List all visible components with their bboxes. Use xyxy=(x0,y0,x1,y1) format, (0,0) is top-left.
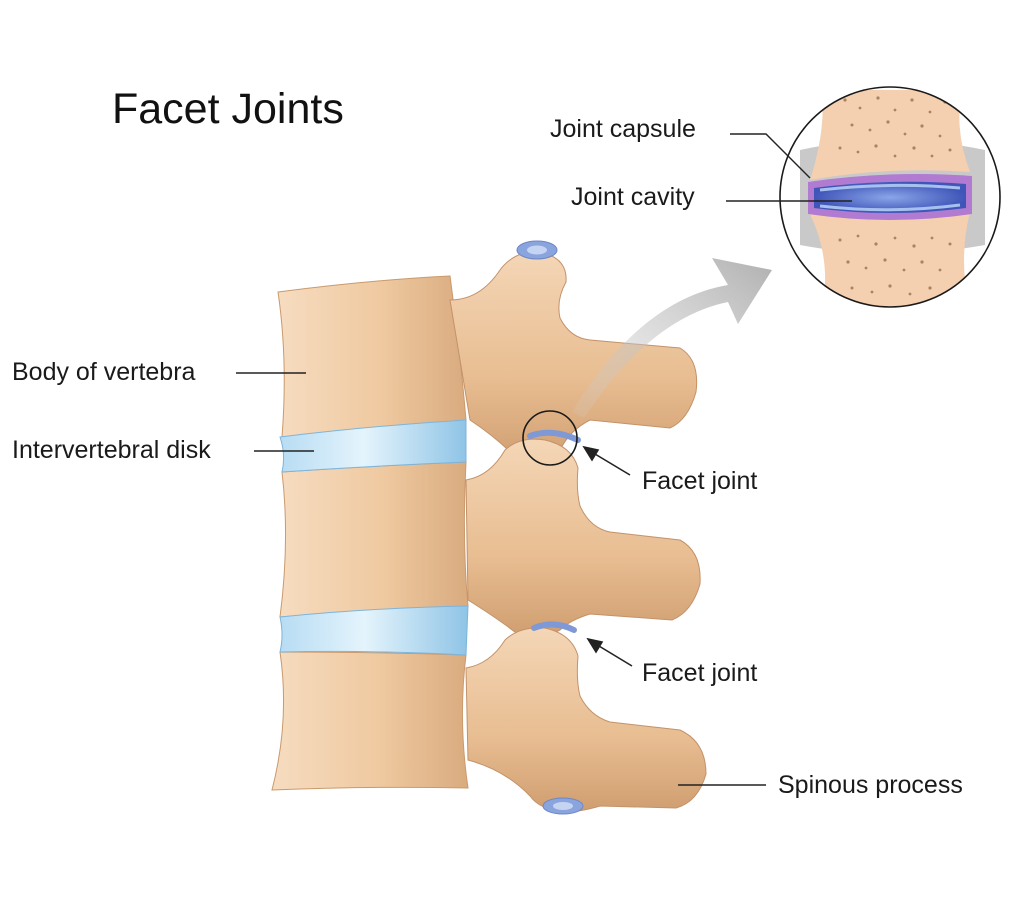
arch-top xyxy=(449,251,698,465)
label-joint-cavity: Joint cavity xyxy=(571,183,695,211)
vertebral-body-top xyxy=(277,275,467,438)
label-intervertebral-disk: Intervertebral disk xyxy=(12,436,211,464)
disk-upper xyxy=(279,419,467,473)
posterior-elements xyxy=(449,240,707,815)
joint-zoom-inset xyxy=(779,86,1001,308)
facet-joint-cartilage-upper xyxy=(527,429,581,443)
lower-bone-section xyxy=(810,212,970,307)
facet-joint-cartilage-lower xyxy=(531,621,577,633)
vertebral-body-bottom xyxy=(271,651,469,791)
pointer-arrows xyxy=(582,445,633,667)
bone-pores xyxy=(838,96,952,296)
label-joint-capsule: Joint capsule xyxy=(550,115,696,143)
label-facet-joint-upper: Facet joint xyxy=(642,467,758,495)
vertebral-bodies xyxy=(271,275,469,791)
facet-joint-highlight-circle xyxy=(522,410,578,466)
label-facet-joint-lower: Facet joint xyxy=(642,659,758,687)
label-body-of-vertebra: Body of vertebra xyxy=(12,358,196,386)
arrow-facet-joint-lower xyxy=(593,642,633,667)
zoom-arrow xyxy=(572,258,772,418)
disk-lower xyxy=(279,605,469,656)
label-spinous-process: Spinous process xyxy=(778,771,963,799)
intervertebral-disks xyxy=(279,419,469,656)
leader-lines xyxy=(236,133,852,786)
joint-cavity-shape xyxy=(814,181,966,213)
upper-bone-section xyxy=(810,90,970,180)
arch-bottom xyxy=(465,627,707,813)
diagram-title: Facet Joints xyxy=(112,85,344,133)
vertebral-body-middle xyxy=(279,461,469,618)
arrow-facet-joint-upper xyxy=(589,450,631,476)
leader-joint-capsule xyxy=(730,133,811,179)
